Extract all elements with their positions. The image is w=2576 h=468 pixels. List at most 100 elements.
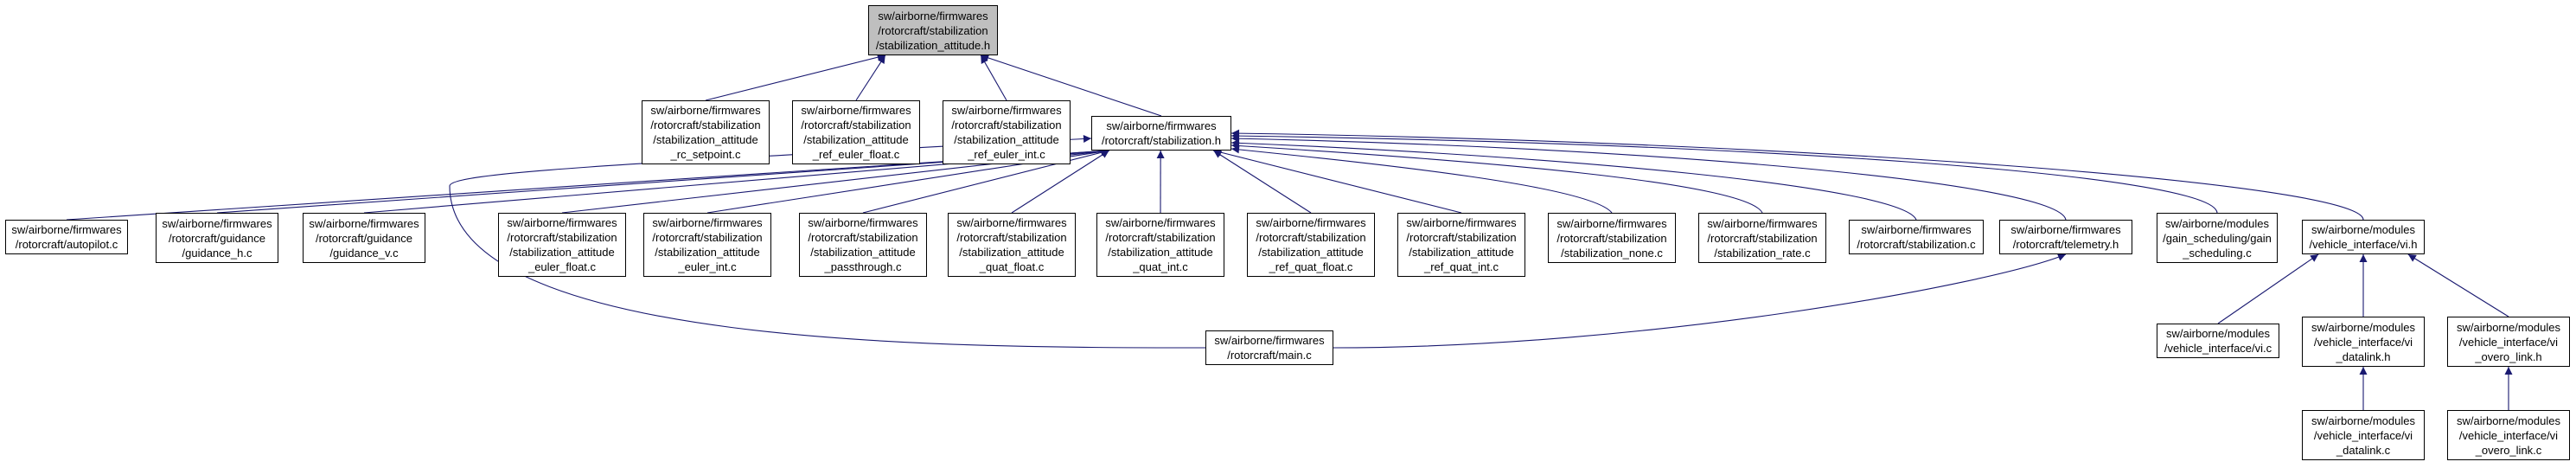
node-label-line: sw/airborne/firmwares: [11, 223, 122, 236]
node-label-line: sw/airborne/modules: [2311, 223, 2415, 236]
node-att-quat-int[interactable]: sw/airborne/firmwares/rotorcraft/stabili…: [1096, 213, 1224, 277]
node-label-line: _rc_setpoint.c: [670, 148, 741, 161]
node-stabilization-h[interactable]: sw/airborne/firmwares/rotorcraft/stabili…: [1091, 116, 1231, 151]
node-label-line: /stabilization_attitude: [1108, 246, 1213, 259]
node-label-line: /vehicle_interface/vi.c: [2164, 342, 2272, 355]
node-vi-overo-link-c[interactable]: sw/airborne/modules/vehicle_interface/vi…: [2447, 410, 2570, 460]
node-label-line: /vehicle_interface/vi: [2313, 335, 2413, 349]
node-label-line: /rotorcraft/guidance: [315, 231, 412, 245]
node-label-line: sw/airborne/firmwares: [1106, 119, 1217, 132]
node-label-line: sw/airborne/firmwares: [650, 104, 761, 117]
edge-stab-rate-to-stabilization-h: [1230, 142, 1763, 214]
node-ref-euler-float[interactable]: sw/airborne/firmwares/rotorcraft/stabili…: [792, 100, 920, 164]
node-label-line: /rotorcraft/stabilization: [1105, 231, 1216, 244]
node-label-line: /vehicle_interface/vi: [2458, 428, 2559, 442]
node-vi-overo-link-h[interactable]: sw/airborne/modules/vehicle_interface/vi…: [2447, 317, 2570, 367]
edge-main-c-to-telemetry-h: [1333, 253, 2067, 349]
node-label-line: /rotorcraft/stabilization: [951, 119, 1062, 131]
node-vi-datalink-c[interactable]: sw/airborne/modules/vehicle_interface/vi…: [2302, 410, 2425, 460]
node-label-line: _euler_float.c: [527, 260, 597, 273]
node-label-line: _euler_int.c: [678, 260, 737, 273]
node-guidance-v[interactable]: sw/airborne/firmwares/rotorcraft/guidanc…: [303, 213, 425, 263]
node-vi-h[interactable]: sw/airborne/modules/vehicle_interface/vi…: [2302, 220, 2425, 254]
node-label-line: /rotorcraft/stabilization: [652, 231, 763, 244]
node-label-line: /stabilization_none.c: [1561, 246, 1663, 260]
edge-ref-euler-float-to-stab-att-h: [855, 54, 886, 101]
node-label-line: sw/airborne/firmwares: [1214, 334, 1325, 347]
node-label-line: /rotorcraft/stabilization.h: [1101, 134, 1221, 147]
node-label-line: sw/airborne/firmwares: [1406, 216, 1517, 229]
node-label-line: sw/airborne/modules: [2165, 216, 2269, 230]
node-label-line: sw/airborne/firmwares: [1105, 216, 1216, 229]
node-telemetry-h[interactable]: sw/airborne/firmwares/rotorcraft/telemet…: [1999, 220, 2132, 254]
node-label-line: _quat_float.c: [979, 260, 1045, 273]
node-label-line: /rotorcraft/stabilization: [1707, 231, 1818, 245]
node-main-c[interactable]: sw/airborne/firmwares/rotorcraft/main.c: [1205, 330, 1333, 365]
node-label-line: /rotorcraft/stabilization.c: [1857, 238, 1976, 251]
node-label-line: _overo_link.c: [2475, 443, 2542, 457]
node-stab-rate[interactable]: sw/airborne/firmwares/rotorcraft/stabili…: [1698, 213, 1826, 263]
node-label-line: /rotorcraft/stabilization: [956, 231, 1067, 244]
node-label-line: sw/airborne/firmwares: [878, 9, 988, 22]
edge-autopilot-to-stabilization-h: [66, 147, 1109, 221]
node-att-euler-int[interactable]: sw/airborne/firmwares/rotorcraft/stabili…: [643, 213, 771, 277]
node-label-line: sw/airborne/firmwares: [162, 216, 272, 230]
node-label-line: /stabilization_attitude: [954, 133, 1059, 146]
node-label-line: sw/airborne/firmwares: [956, 216, 1067, 229]
node-ref-quat-int[interactable]: sw/airborne/firmwares/rotorcraft/stabili…: [1397, 213, 1525, 277]
node-label-line: /rotorcraft/stabilization: [650, 119, 761, 131]
node-label-line: sw/airborne/firmwares: [1556, 216, 1667, 230]
node-label-line: _quat_int.c: [1133, 260, 1188, 273]
node-rc-setpoint[interactable]: sw/airborne/firmwares/rotorcraft/stabili…: [642, 100, 770, 164]
node-vi-c[interactable]: sw/airborne/modules/vehicle_interface/vi…: [2157, 324, 2279, 358]
node-gain-scheduling[interactable]: sw/airborne/modules/gain_scheduling/gain…: [2157, 213, 2278, 263]
edge-ref-quat-float-to-stabilization-h: [1213, 150, 1312, 214]
edge-gain-scheduling-to-stabilization-h: [1230, 131, 2218, 214]
node-label-line: /rotorcraft/stabilization: [507, 231, 617, 244]
node-label-line: /vehicle_interface/vi: [2458, 335, 2559, 349]
node-vi-datalink-h[interactable]: sw/airborne/modules/vehicle_interface/vi…: [2302, 317, 2425, 367]
node-label-line: _overo_link.h: [2475, 349, 2542, 363]
node-label-line: /stabilization_attitude: [1258, 246, 1364, 259]
node-label-line: /rotorcraft/stabilization: [1256, 231, 1366, 244]
node-label-line: /guidance_h.c: [182, 246, 252, 260]
node-label-line: sw/airborne/modules: [2457, 320, 2560, 334]
node-label-line: sw/airborne/firmwares: [801, 104, 911, 117]
edge-stabilization-h-to-stab-att-h: [981, 54, 1162, 117]
node-ref-quat-float[interactable]: sw/airborne/firmwares/rotorcraft/stabili…: [1247, 213, 1375, 277]
node-label-line: sw/airborne/firmwares: [309, 216, 419, 230]
node-label-line: /gain_scheduling/gain: [2163, 231, 2272, 245]
node-label-line: _ref_quat_float.c: [1269, 260, 1353, 273]
node-att-quat-float[interactable]: sw/airborne/firmwares/rotorcraft/stabili…: [948, 213, 1076, 277]
edge-ref-quat-int-to-stabilization-h: [1213, 148, 1462, 214]
node-autopilot[interactable]: sw/airborne/firmwares/rotorcraft/autopil…: [5, 220, 128, 254]
node-label-line: sw/airborne/firmwares: [808, 216, 918, 229]
node-label-line: /vehicle_interface/vi: [2313, 428, 2413, 442]
node-att-passthrough[interactable]: sw/airborne/firmwares/rotorcraft/stabili…: [799, 213, 927, 277]
node-label-line: sw/airborne/firmwares: [507, 216, 617, 229]
node-label-line: /rotorcraft/guidance: [168, 231, 265, 245]
node-label-line: sw/airborne/firmwares: [951, 104, 1062, 117]
node-label-line: /stabilization_attitude: [653, 133, 758, 146]
node-label-line: /rotorcraft/stabilization: [1556, 231, 1667, 245]
node-stab-att-h[interactable]: sw/airborne/firmwares/rotorcraft/stabili…: [868, 5, 998, 55]
node-ref-euler-int[interactable]: sw/airborne/firmwares/rotorcraft/stabili…: [943, 100, 1071, 164]
node-label-line: sw/airborne/firmwares: [1707, 216, 1818, 230]
node-guidance-h[interactable]: sw/airborne/firmwares/rotorcraft/guidanc…: [156, 213, 278, 263]
node-label-line: /rotorcraft/autopilot.c: [15, 238, 118, 251]
node-label-line: _ref_quat_int.c: [1423, 260, 1499, 273]
node-att-euler-float[interactable]: sw/airborne/firmwares/rotorcraft/stabili…: [498, 213, 626, 277]
node-label-line: sw/airborne/firmwares: [1861, 223, 1972, 236]
edge-telemetry-h-to-stabilization-h: [1230, 134, 2067, 221]
edge-stab-none-to-stabilization-h: [1230, 145, 1613, 214]
node-label-line: /stabilization_attitude.h: [875, 38, 991, 52]
node-label-line: /rotorcraft/stabilization: [878, 23, 988, 37]
node-label-line: /stabilization_attitude: [810, 246, 916, 259]
edge-vi-overo-link-h-to-vi-h: [2407, 253, 2509, 317]
node-label-line: /stabilization_attitude: [655, 246, 760, 259]
node-stabilization-c[interactable]: sw/airborne/firmwares/rotorcraft/stabili…: [1849, 220, 1984, 254]
node-label-line: /stabilization_attitude: [803, 133, 909, 146]
node-label-line: /guidance_v.c: [329, 246, 399, 260]
node-stab-none[interactable]: sw/airborne/firmwares/rotorcraft/stabili…: [1548, 213, 1676, 263]
